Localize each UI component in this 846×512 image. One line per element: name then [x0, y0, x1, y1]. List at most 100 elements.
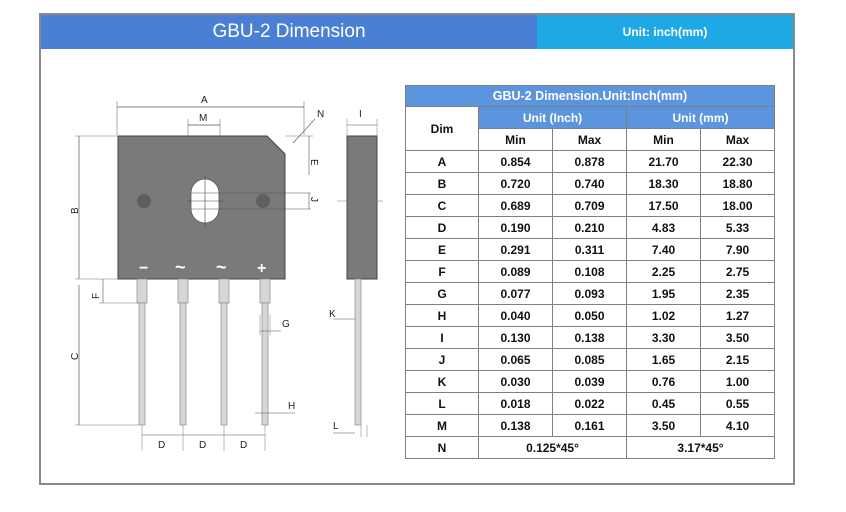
mm-min-cell: 17.50: [626, 194, 701, 217]
inch-max-cell: 0.878: [552, 150, 627, 173]
mm-min-cell: 1.02: [626, 304, 701, 327]
inch-min-cell: 0.720: [478, 172, 553, 195]
mm-max-cell: 7.90: [700, 238, 775, 261]
mm-min-cell: 0.76: [626, 370, 701, 393]
dim-cell: J: [405, 348, 479, 371]
inch-min-cell: 0.030: [478, 370, 553, 393]
inch-max-cell: 0.085: [552, 348, 627, 371]
pin-mark-minus: −: [139, 260, 148, 277]
inch-min-header: Min: [478, 128, 553, 151]
mm-min-header: Min: [626, 128, 701, 151]
mm-max-cell: 2.75: [700, 260, 775, 283]
label-e: E: [308, 159, 319, 166]
mm-max-header: Max: [700, 128, 775, 151]
dim-cell: K: [405, 370, 479, 393]
label-k: K: [329, 309, 336, 320]
dim-cell: I: [405, 326, 479, 349]
label-m: M: [199, 113, 207, 124]
inch-max-cell: 0.210: [552, 216, 627, 239]
inch-min-cell: 0.018: [478, 392, 553, 415]
label-a: A: [201, 95, 208, 106]
label-d2: D: [199, 440, 206, 451]
mm-min-cell: 18.30: [626, 172, 701, 195]
inch-max-cell: 0.138: [552, 326, 627, 349]
mm-min-cell: 2.25: [626, 260, 701, 283]
inch-min-cell: 0.190: [478, 216, 553, 239]
label-f: F: [91, 293, 102, 299]
n-mm-cell: 3.17*45°: [626, 436, 775, 459]
dim-cell: F: [405, 260, 479, 283]
mm-max-cell: 1.00: [700, 370, 775, 393]
panel-title: GBU-2 Dimension: [41, 15, 537, 49]
inch-max-cell: 0.093: [552, 282, 627, 305]
inch-min-cell: 0.065: [478, 348, 553, 371]
inch-min-cell: 0.138: [478, 414, 553, 437]
inch-max-cell: 0.740: [552, 172, 627, 195]
dimension-panel: GBU-2 Dimension Unit: inch(mm) A M N J E: [39, 13, 795, 485]
unit-note: Unit: inch(mm): [537, 15, 793, 49]
label-g: G: [282, 319, 290, 330]
inch-min-cell: 0.040: [478, 304, 553, 327]
inch-max-cell: 0.709: [552, 194, 627, 217]
mm-min-cell: 4.83: [626, 216, 701, 239]
inch-max-cell: 0.050: [552, 304, 627, 327]
mm-min-cell: 21.70: [626, 150, 701, 173]
pin-mark-ac1: ~: [175, 257, 186, 277]
inch-max-header: Max: [552, 128, 627, 151]
dim-cell: D: [405, 216, 479, 239]
label-d1: D: [158, 440, 165, 451]
mm-min-cell: 1.95: [626, 282, 701, 305]
inch-min-cell: 0.089: [478, 260, 553, 283]
mm-min-cell: 7.40: [626, 238, 701, 261]
dimension-table: GBU-2 Dimension.Unit:Inch(mm) Dim Unit (…: [405, 85, 775, 459]
label-d3: D: [240, 440, 247, 451]
label-h: H: [288, 401, 295, 412]
mm-max-cell: 5.33: [700, 216, 775, 239]
mm-max-cell: 4.10: [700, 414, 775, 437]
mm-max-cell: 1.27: [700, 304, 775, 327]
mm-max-cell: 3.50: [700, 326, 775, 349]
label-b: B: [70, 207, 81, 214]
inch-min-cell: 0.291: [478, 238, 553, 261]
side-view-body: [346, 135, 378, 280]
pin-mark-plus: +: [257, 260, 266, 277]
pin-mark-ac2: ~: [216, 257, 227, 277]
dim-cell: N: [405, 436, 479, 459]
dim-cell: B: [405, 172, 479, 195]
table-title: GBU-2 Dimension.Unit:Inch(mm): [405, 85, 775, 107]
dim-cell: M: [405, 414, 479, 437]
dim-cell: E: [405, 238, 479, 261]
n-inch-cell: 0.125*45°: [478, 436, 627, 459]
inch-max-cell: 0.039: [552, 370, 627, 393]
dim-cell: A: [405, 150, 479, 173]
dim-cell: H: [405, 304, 479, 327]
mm-min-cell: 1.65: [626, 348, 701, 371]
dim-cell: C: [405, 194, 479, 217]
mm-min-cell: 0.45: [626, 392, 701, 415]
label-l: L: [333, 421, 339, 432]
mm-max-cell: 18.80: [700, 172, 775, 195]
unit-mm-header: Unit (mm): [626, 106, 775, 129]
mm-min-cell: 3.30: [626, 326, 701, 349]
label-c: C: [70, 353, 81, 360]
inch-max-cell: 0.311: [552, 238, 627, 261]
inch-max-cell: 0.108: [552, 260, 627, 283]
package-drawing: A M N J E − ~ ~ +: [70, 95, 383, 451]
dim-cell: G: [405, 282, 479, 305]
inch-max-cell: 0.022: [552, 392, 627, 415]
mm-min-cell: 3.50: [626, 414, 701, 437]
label-j: J: [308, 197, 319, 202]
inch-min-cell: 0.130: [478, 326, 553, 349]
